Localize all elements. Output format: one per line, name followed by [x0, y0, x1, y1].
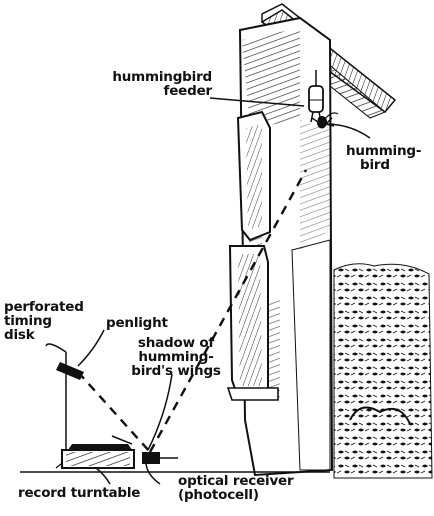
label-hummingbird-feeder: hummingbird feeder — [112, 69, 212, 99]
record-turntable — [61, 435, 135, 469]
label-optical-receiver: optical receiver (photocell) — [178, 473, 294, 503]
shrubbery — [333, 263, 433, 479]
label-record-turntable: record turntable — [18, 485, 141, 501]
upper-window — [236, 110, 271, 242]
label-perforated-timing-disk: perforated timing disk — [4, 299, 84, 343]
label-leaders — [45, 97, 371, 485]
label-shadow-of-hummingbird-wings: shadow of humming- bird's wings — [131, 335, 221, 379]
label-penlight: penlight — [106, 315, 168, 331]
light-beam — [77, 169, 308, 453]
label-hummingbird: humming- bird — [346, 143, 422, 173]
lower-window — [226, 245, 279, 401]
optical-receiver-photocell — [142, 452, 178, 464]
hummingbird-figure — [311, 112, 339, 129]
